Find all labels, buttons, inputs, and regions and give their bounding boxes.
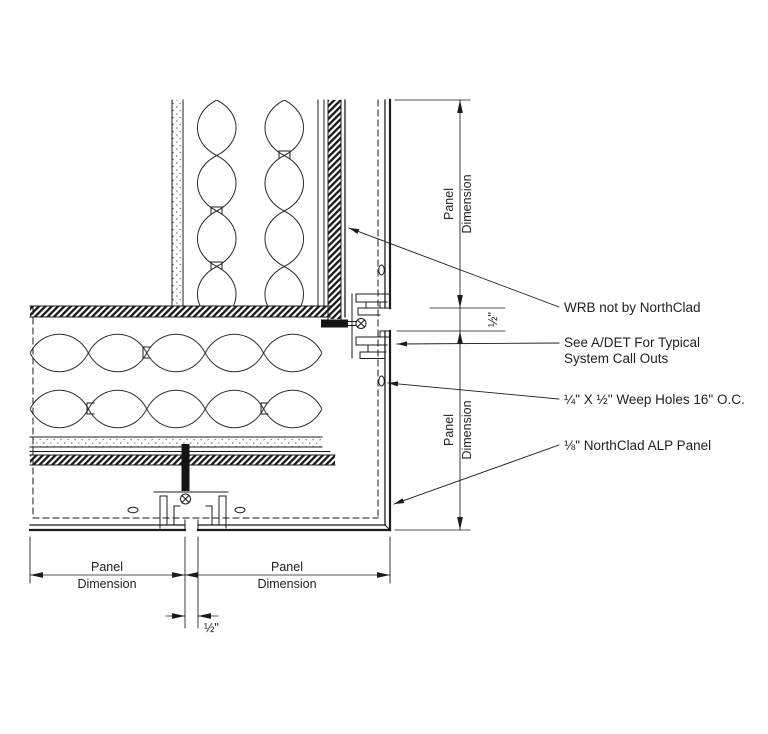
callout-system: See A/DET For Typical System Call Outs — [396, 335, 700, 366]
joint-clip — [357, 307, 385, 316]
alp-panel-bottom — [28, 307, 392, 532]
callout-wrb-label: WRB not by NorthClad — [564, 300, 701, 315]
callout-alp-label: ⅛" NorthClad ALP Panel — [564, 438, 711, 453]
panel-edge-return — [379, 330, 391, 338]
dimension-bottom-joint-gap: ½" — [165, 536, 219, 635]
leader-line — [393, 444, 560, 505]
leader-line — [396, 341, 560, 347]
joint-clip — [173, 505, 181, 526]
dim-label: ½" — [204, 621, 219, 635]
sheathing-stipple-horizontal — [30, 437, 322, 447]
callout-wrb: WRB not by NorthClad — [348, 227, 701, 315]
joint-clip — [205, 505, 213, 526]
dim-label: Dimension — [257, 577, 316, 591]
horizontal-wall-assembly — [29, 305, 336, 466]
panel-joint-right — [321, 293, 391, 359]
dim-label: Panel — [271, 560, 303, 574]
dimension-bottom-left: Panel Dimension — [29, 536, 186, 629]
panel-edge-return — [379, 301, 391, 309]
sheathing-stipple-vertical — [172, 100, 183, 306]
joint-clip — [355, 336, 390, 346]
callout-alp-panel: ⅛" NorthClad ALP Panel — [393, 438, 711, 505]
batt-insulation-vertical — [183, 100, 318, 306]
weep-hole — [378, 264, 385, 276]
callout-system-label-line2: System Call Outs — [564, 351, 669, 366]
dim-label: Dimension — [460, 400, 474, 459]
batt-insulation-horizontal — [30, 325, 322, 437]
dimension-right-top: Panel Dimension — [394, 99, 506, 309]
dim-label: Panel — [91, 560, 123, 574]
callout-weep-label: ¼" X ½" Weep Holes 16" O.C. — [564, 392, 745, 407]
dim-label: Panel — [442, 188, 456, 220]
dimension-right-bottom: Panel Dimension — [394, 330, 506, 531]
dimension-bottom-right: Panel Dimension — [184, 536, 391, 591]
dim-label: Dimension — [460, 174, 474, 233]
joint-clip — [359, 351, 387, 359]
dim-label: Panel — [442, 414, 456, 446]
wrb-hatch-top-band — [30, 306, 330, 317]
wrb-hatch-vertical — [328, 100, 341, 319]
panel-joint-bottom — [153, 444, 229, 531]
dim-label: Dimension — [77, 577, 136, 591]
joint-girt-bar — [321, 319, 348, 328]
weep-hole — [127, 506, 139, 514]
leader-line — [348, 227, 560, 308]
furring-clip-mark — [210, 206, 223, 215]
furring-clip-mark — [278, 150, 291, 159]
furring-clip-mark — [86, 402, 95, 415]
callout-system-label-line1: See A/DET For Typical — [564, 335, 700, 350]
joint-clip — [355, 293, 390, 303]
vertical-wall-assembly — [171, 99, 346, 320]
joint-clip — [159, 495, 168, 529]
furring-clip-mark — [260, 402, 269, 415]
dimension-right-joint-gap: ½" — [459, 307, 500, 332]
weep-hole — [378, 375, 385, 387]
alp-panel-right — [377, 98, 392, 532]
weep-hole — [234, 506, 246, 514]
joint-clip — [218, 495, 227, 529]
furring-clip-mark — [210, 261, 223, 270]
dim-label: ½" — [486, 312, 500, 327]
joint-stiffener-bar — [181, 444, 190, 491]
leader-line — [387, 381, 560, 400]
furring-clip-mark — [142, 346, 151, 359]
callout-weep-holes: ¼" X ½" Weep Holes 16" O.C. — [387, 381, 745, 407]
